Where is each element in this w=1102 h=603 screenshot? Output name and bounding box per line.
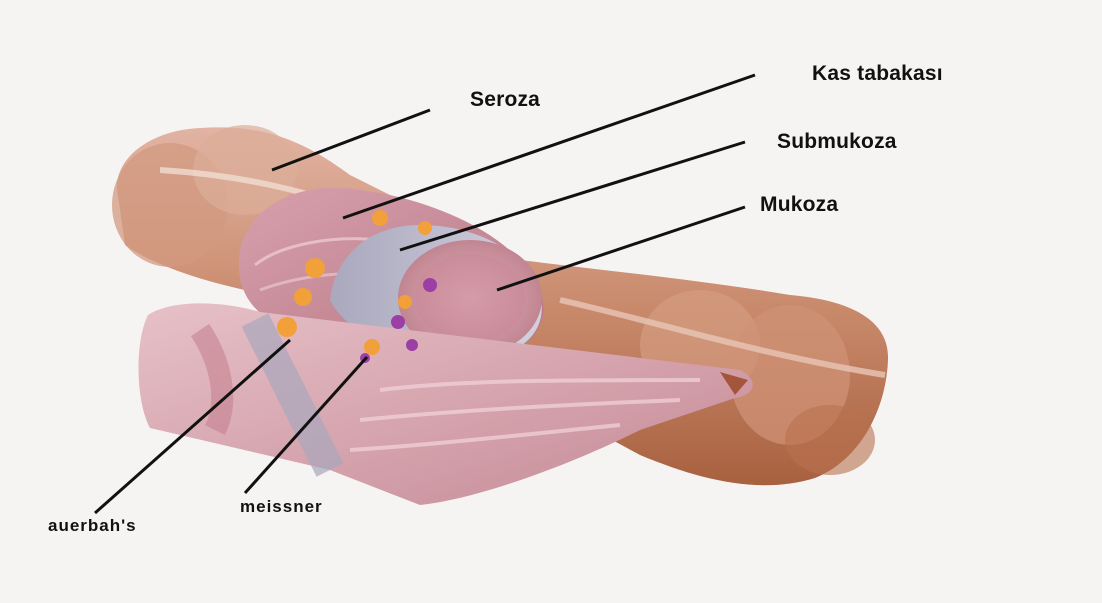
leader-line-kas-tabakasi bbox=[343, 75, 755, 218]
label-meissner: meissner bbox=[240, 497, 323, 517]
label-seroza: Seroza bbox=[470, 88, 540, 112]
label-submukoza: Submukoza bbox=[777, 130, 897, 154]
label-mukoza: Mukoza bbox=[760, 193, 838, 217]
label-kas-tabakasi: Kas tabakası bbox=[812, 62, 943, 86]
label-auerbahs: auerbah's bbox=[48, 516, 137, 536]
leader-line-seroza bbox=[272, 110, 430, 170]
leader-line-submukoza bbox=[400, 142, 745, 250]
